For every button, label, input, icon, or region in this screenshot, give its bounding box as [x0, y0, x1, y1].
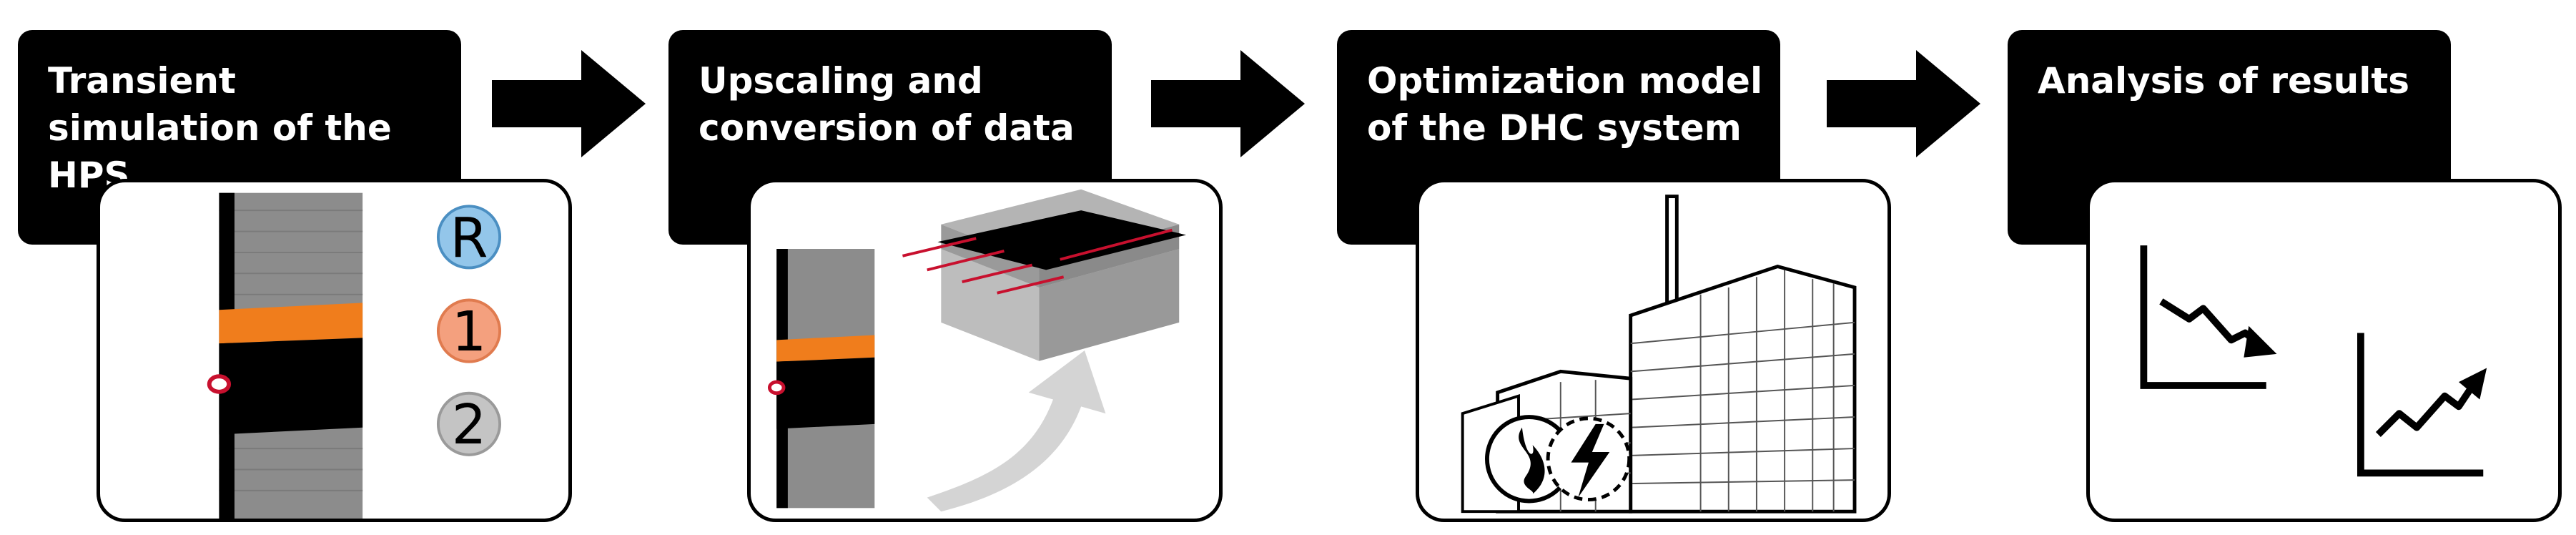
borehole-section-icon: R 1 2 — [207, 192, 502, 519]
marker-2: 2 — [436, 391, 502, 457]
marker-R: R — [436, 205, 502, 270]
power-plant-icon — [1461, 195, 1857, 514]
flow-arrow-icon — [1827, 50, 1980, 157]
step-4-title: Analysis of results — [2038, 60, 2410, 102]
step-2-title: Upscaling and conversion of data — [699, 60, 1075, 149]
marker-R-label: R — [450, 207, 488, 270]
trend-up-icon — [2357, 333, 2487, 477]
trend-down-icon — [2140, 245, 2277, 389]
step-analysis-of-results: Analysis of results — [2008, 30, 2562, 524]
step-1-panel: R 1 2 — [97, 179, 572, 522]
flow-arrow-icon — [1151, 50, 1305, 157]
small-borehole-icon — [767, 249, 875, 509]
results-illustration — [2140, 245, 2487, 477]
ground-block-icon — [902, 189, 1187, 361]
curved-arrow-icon — [927, 350, 1106, 512]
step-optimization-model: Optimization model of the DHC system — [1337, 30, 1891, 524]
step-1-title: Transient simulation of the HPS — [48, 60, 392, 196]
marker-2-label: 2 — [452, 393, 487, 457]
step-4-panel — [2086, 179, 2562, 522]
marker-1: 1 — [436, 298, 502, 364]
step-transient-simulation: Transient simulation of the HPS — [18, 30, 572, 524]
step-upscaling: Upscaling and conversion of data — [668, 30, 1223, 524]
marker-1-label: 1 — [452, 300, 487, 364]
lightning-icon — [1546, 416, 1632, 502]
flow-arrow-icon — [492, 50, 646, 157]
step-3-title: Optimization model of the DHC system — [1367, 60, 1763, 149]
step-3-panel — [1416, 179, 1891, 522]
step-2-panel — [747, 179, 1223, 522]
upscaling-illustration — [767, 189, 1187, 512]
